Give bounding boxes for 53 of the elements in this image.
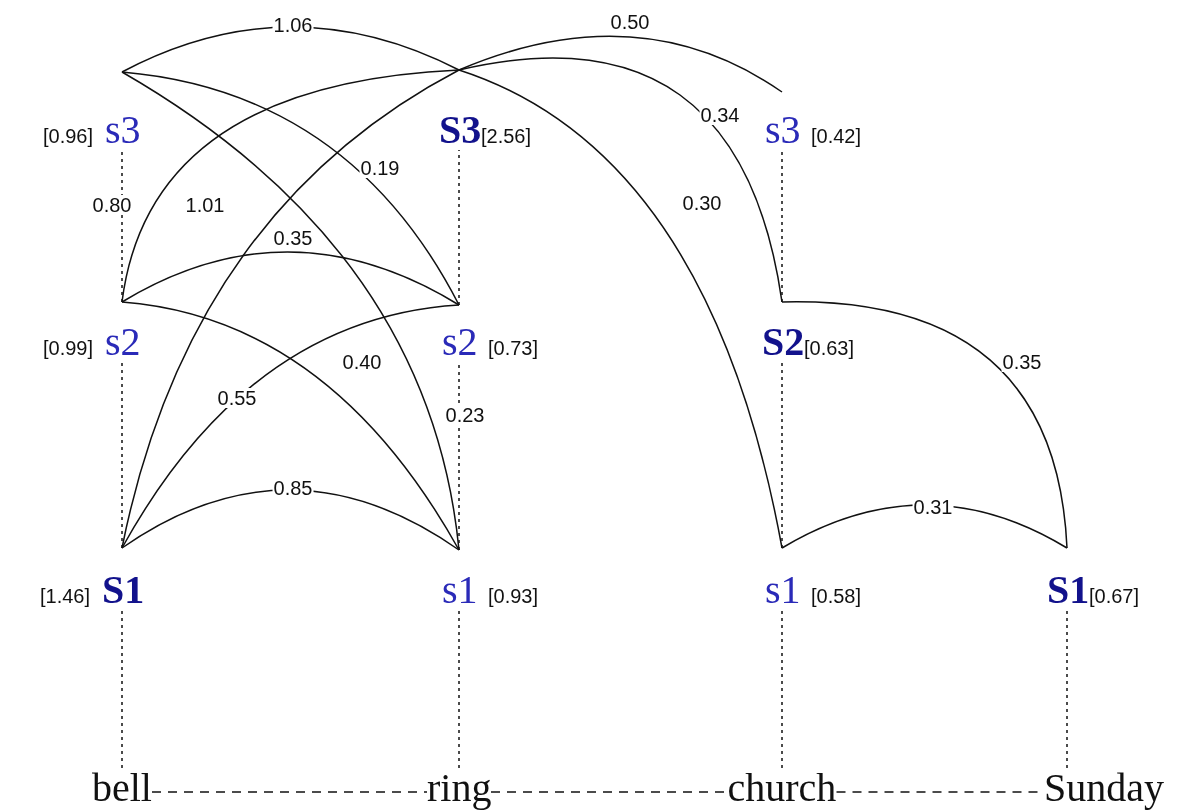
sense-label: s3 (765, 110, 801, 150)
dashed-line (151, 791, 428, 793)
dotted-line (1066, 609, 1068, 769)
score-label: [0.93] (488, 586, 539, 606)
arc-line (458, 35, 783, 93)
word-label: ring (427, 768, 492, 808)
score-label: [0.58] (811, 586, 862, 606)
edge-label: 0.50 (609, 12, 651, 32)
sense-label: S2 (762, 322, 805, 362)
sense-label: s1 (765, 570, 801, 610)
score-label: [0.63] (804, 338, 855, 358)
word-label: bell (92, 768, 152, 808)
edge-label: 0.35 (1001, 352, 1043, 372)
arc-line (121, 251, 460, 306)
word-label: church (727, 768, 837, 808)
sense-label: s2 (442, 322, 478, 362)
word-label: Sunday (1044, 768, 1164, 808)
sense-label: S1 (102, 570, 145, 610)
sense-label: s1 (442, 570, 478, 610)
edge-label: 0.85 (272, 478, 314, 498)
arc-line (121, 26, 460, 73)
edge-label: 0.40 (341, 352, 383, 372)
edge-label: 0.19 (359, 158, 401, 178)
dotted-line (458, 149, 460, 306)
edge-label: 1.06 (272, 15, 314, 35)
dotted-line (121, 149, 123, 303)
edge-label: 0.30 (681, 193, 723, 213)
edge-label: 0.34 (699, 105, 741, 125)
edge-label: 0.31 (912, 497, 954, 517)
edge-label: 1.01 (184, 195, 226, 215)
score-label: [0.96] (43, 126, 94, 146)
dotted-line (781, 609, 783, 769)
arc-line (781, 301, 1068, 549)
sense-label: S3 (439, 110, 482, 150)
sense-label: s2 (105, 322, 141, 362)
score-label: [2.56] (481, 126, 532, 146)
score-label: [0.67] (1089, 586, 1140, 606)
score-label: [0.42] (811, 126, 862, 146)
edge-label: 0.80 (91, 195, 133, 215)
score-label: [0.73] (488, 338, 539, 358)
dotted-line (458, 609, 460, 769)
dotted-line (781, 361, 783, 549)
score-label: [1.46] (40, 586, 91, 606)
edge-label: 0.35 (272, 228, 314, 248)
score-label: [0.99] (43, 338, 94, 358)
edge-label: 0.23 (444, 405, 486, 425)
dotted-line (121, 609, 123, 769)
edge-label: 0.55 (216, 388, 258, 408)
sense-label: S1 (1047, 570, 1090, 610)
arc-line (121, 489, 460, 551)
sense-label: s3 (105, 110, 141, 150)
dotted-line (781, 149, 783, 303)
dotted-line (121, 361, 123, 549)
